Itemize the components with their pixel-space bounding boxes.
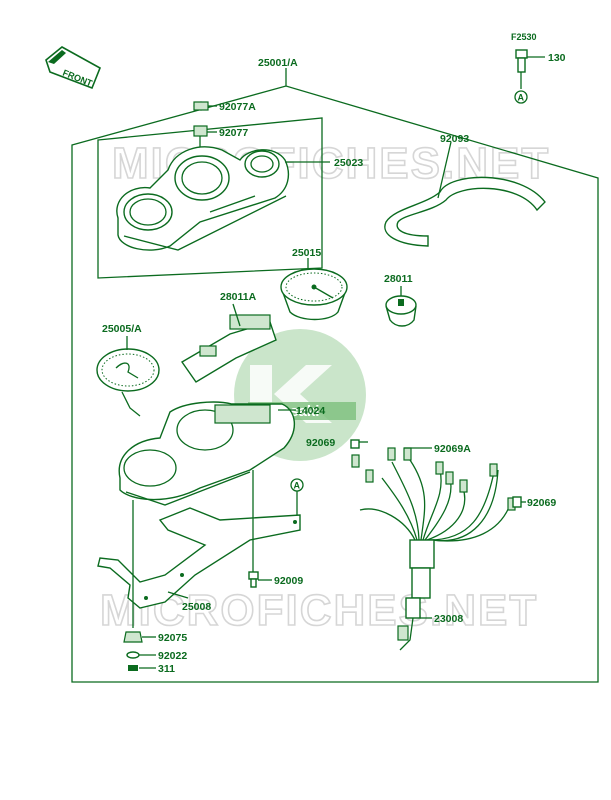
grommet-92075 [123, 631, 156, 643]
part-label-14024: 14024 [296, 405, 325, 417]
bolt-130 [515, 49, 545, 89]
part-label-92069a: 92069A [434, 443, 471, 455]
part-label-23008: 23008 [434, 613, 463, 625]
ref-mark-a-top: A [518, 93, 525, 103]
assembly-outline [71, 85, 599, 683]
part-label-92075: 92075 [158, 632, 187, 644]
part-label-92093: 92093 [440, 133, 469, 145]
ref-mark-a-mid: A [294, 481, 301, 491]
part-label-92009: 92009 [274, 575, 303, 587]
part-label-92077a: 92077A [219, 101, 256, 113]
screw-92009 [248, 470, 272, 588]
part-label-311: 311 [158, 663, 175, 675]
part-label-25001a: 25001/A [258, 57, 298, 69]
nut-311 [128, 665, 156, 671]
meter-case-14024 [118, 401, 296, 512]
figure-code: F2530 [511, 32, 537, 42]
part-label-92069-right: 92069 [527, 497, 556, 509]
sensor-assembly-28011a [180, 303, 277, 383]
cover-subgroup-outline [97, 117, 323, 279]
part-label-25015: 25015 [292, 247, 321, 259]
grommet-92077a [193, 101, 217, 111]
tachometer-25005a [96, 336, 160, 417]
part-label-130: 130 [548, 52, 566, 64]
bracket-25008 [97, 507, 301, 609]
part-label-28011: 28011 [384, 273, 413, 285]
grommet-92077 [193, 125, 217, 148]
part-label-92022: 92022 [158, 650, 187, 662]
meter-cover-25023 [116, 146, 330, 251]
washer-92022 [126, 651, 156, 659]
part-label-25008: 25008 [182, 601, 211, 613]
ref-circle-a-top [514, 90, 528, 104]
part-label-92077: 92077 [219, 127, 248, 139]
unit-28011 [385, 286, 417, 327]
front-arrow-icon: FRONT [45, 46, 102, 90]
part-label-28011a: 28011A [220, 291, 257, 303]
wiring-harness-23008 [350, 439, 526, 651]
part-label-25023: 25023 [334, 157, 363, 169]
band-92093 [384, 141, 546, 247]
part-label-92069-left: 92069 [306, 437, 335, 449]
meter-25015 [280, 258, 348, 321]
part-label-25005a: 25005/A [102, 323, 142, 335]
